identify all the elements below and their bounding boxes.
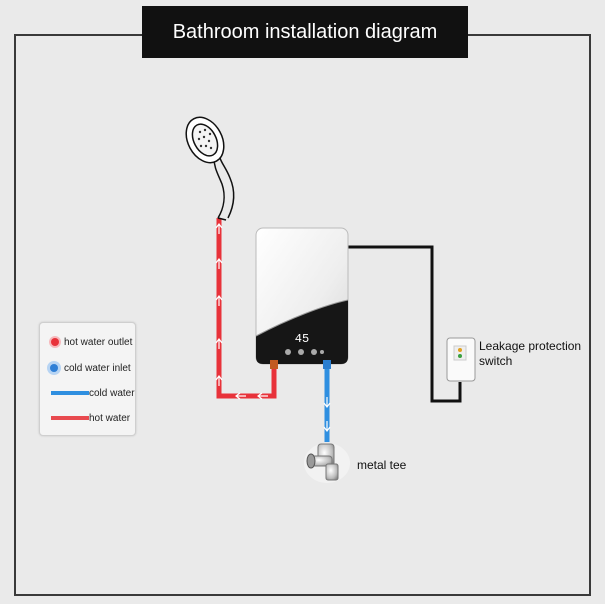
legend-label: hot water outlet (64, 336, 133, 348)
metal-tee-label: metal tee (357, 458, 407, 472)
cold-inlet-fitting (323, 360, 331, 369)
cold-inlet-icon (50, 364, 58, 372)
legend-item-hot-outlet: hot water outlet (40, 333, 135, 351)
hot-outlet-icon (51, 338, 59, 346)
legend-item-hot-water: hot water (40, 409, 135, 427)
metal-tee-icon (304, 443, 350, 483)
legend-label: hot water (89, 412, 131, 424)
cold-water-line-icon (51, 391, 89, 395)
legend-item-cold-water: cold water (40, 384, 135, 402)
legend: hot water outlet cold water inlet cold w… (39, 322, 136, 436)
leakage-label-line2: switch (479, 354, 513, 368)
legend-label: cold water (89, 387, 135, 399)
leakage-label-line1: Leakage protection (479, 339, 582, 353)
title-text: Bathroom installation diagram (172, 20, 438, 43)
legend-label: cold water inlet (64, 362, 131, 374)
leakage-switch-label: Leakage protection switch (479, 339, 581, 369)
control-buttons (285, 349, 324, 355)
hot-outlet-fitting (270, 360, 278, 369)
diagram-title: Bathroom installation diagram (142, 6, 468, 58)
power-cable (348, 245, 462, 403)
hot-flow-arrows (215, 223, 268, 400)
leakage-switch-icon (446, 337, 476, 382)
shower-head-icon (185, 116, 235, 221)
legend-item-cold-inlet: cold water inlet (40, 359, 135, 377)
hot-water-pipe (216, 218, 277, 399)
hot-water-line-icon (51, 416, 89, 420)
cold-flow-arrows (323, 397, 331, 432)
water-heater (255, 227, 349, 369)
heater-display: 45 (295, 332, 309, 346)
